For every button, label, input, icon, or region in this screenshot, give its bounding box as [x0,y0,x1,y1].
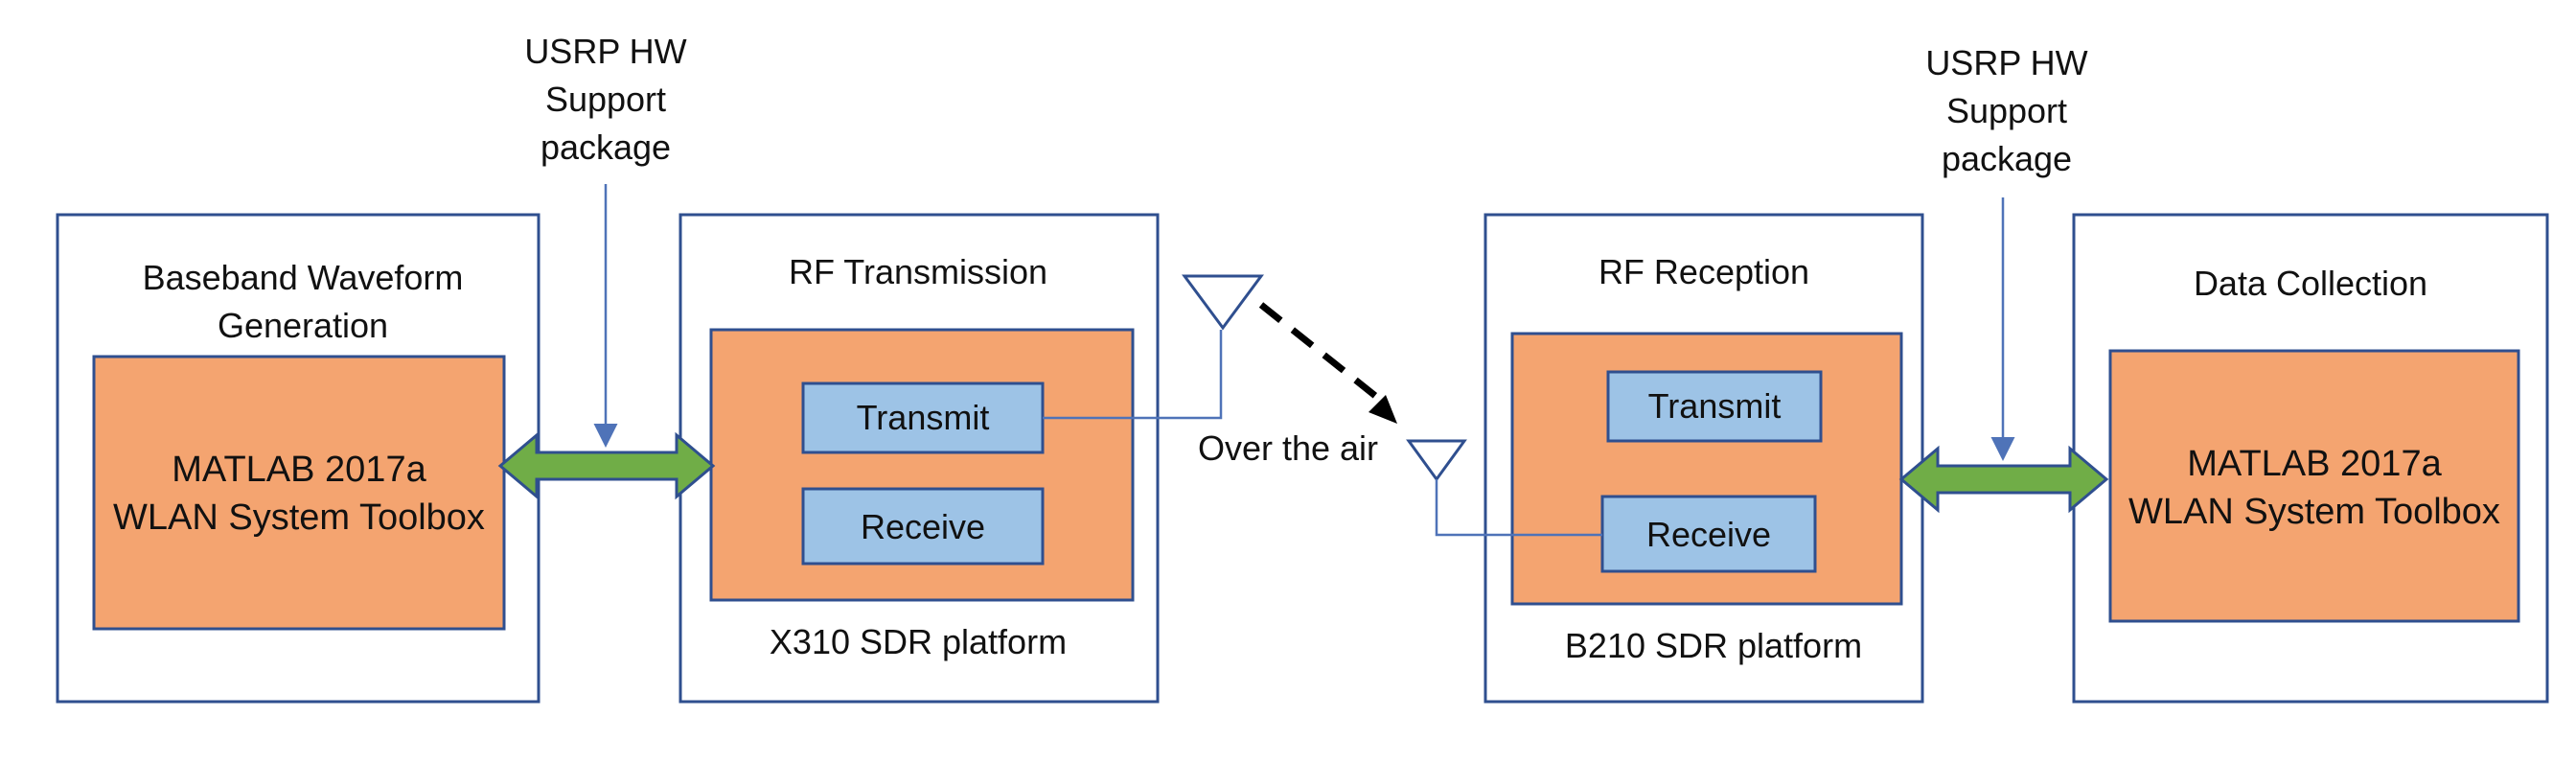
baseband-title-line-1: Baseband Waveform [143,258,464,297]
right-support-line-3: package [1942,139,2072,178]
baseband-matlab-line-2: WLAN System Toolbox [113,497,485,538]
right-support-line-2: Support [1946,91,2067,130]
tx-receive-block [801,487,1045,566]
left-support-annotation: USRP HW Support package [524,32,686,167]
rx-transmit-block [1606,370,1823,443]
over-air-label: Over the air [1198,428,1378,468]
baseband-panel: Baseband Waveform Generation MATLAB 2017… [56,213,540,704]
x310-platform-label: X310 SDR platform [770,622,1067,661]
rx-antenna-icon [1406,439,1467,482]
left-support-line-1: USRP HW [524,32,686,71]
right-support-annotation: USRP HW Support package [1925,43,2087,178]
tx-antenna-feed [1043,330,1223,420]
over-air-dashed-link [1258,302,1387,405]
rx-transmit-label: Transmit [1648,386,1782,426]
left-support-line-2: Support [545,80,666,119]
data-collection-title: Data Collection [2194,264,2427,303]
rf-reception-title: RF Reception [1598,252,1809,291]
baseband-title-line-2: Generation [218,306,388,345]
data-matlab-box [2108,349,2520,623]
rf-transmission-title: RF Transmission [789,252,1047,291]
over-air-arrowhead [1368,395,1397,424]
baseband-matlab-line-1: MATLAB 2017a [172,450,426,490]
b210-platform-label: B210 SDR platform [1565,626,1862,665]
data-matlab-line-1: MATLAB 2017a [2187,444,2442,484]
rf-reception-panel: RF Reception Transmit Receive B210 SDR p… [1484,213,1924,704]
tx-antenna-icon [1182,274,1264,331]
tx-transmit-label: Transmit [857,398,990,437]
tx-receive-label: Receive [861,507,985,546]
rx-antenna-feed [1435,479,1602,537]
rf-transmission-panel: RF Transmission Transmit Receive X310 SD… [678,213,1160,704]
right-link-double-arrow [1898,445,2109,514]
rx-receive-label: Receive [1646,515,1771,554]
x310-platform-box [709,328,1135,602]
right-support-line-1: USRP HW [1925,43,2087,82]
left-support-line-3: package [540,127,671,167]
data-collection-panel: Data Collection MATLAB 2017a WLAN System… [2072,213,2549,704]
left-link-double-arrow [497,431,716,500]
baseband-matlab-box [92,355,506,631]
data-matlab-line-2: WLAN System Toolbox [2128,492,2500,532]
